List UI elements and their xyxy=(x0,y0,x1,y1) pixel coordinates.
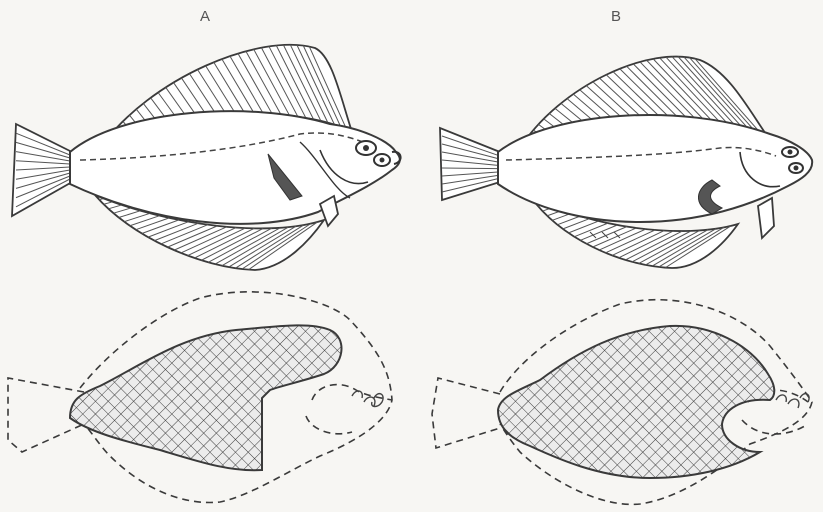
fish-a-drawing xyxy=(12,45,401,270)
diagram-a-head-outline xyxy=(312,385,392,400)
fish-b-drawing xyxy=(440,57,812,268)
fish-b-pelvic-fin xyxy=(758,198,774,238)
diagram-a-hatched-region xyxy=(70,325,341,470)
diagram-a xyxy=(8,292,392,503)
diagram-b-hatched-region xyxy=(498,326,774,478)
diagram-b-tail-outline xyxy=(432,378,500,448)
diagram-b xyxy=(432,300,812,505)
